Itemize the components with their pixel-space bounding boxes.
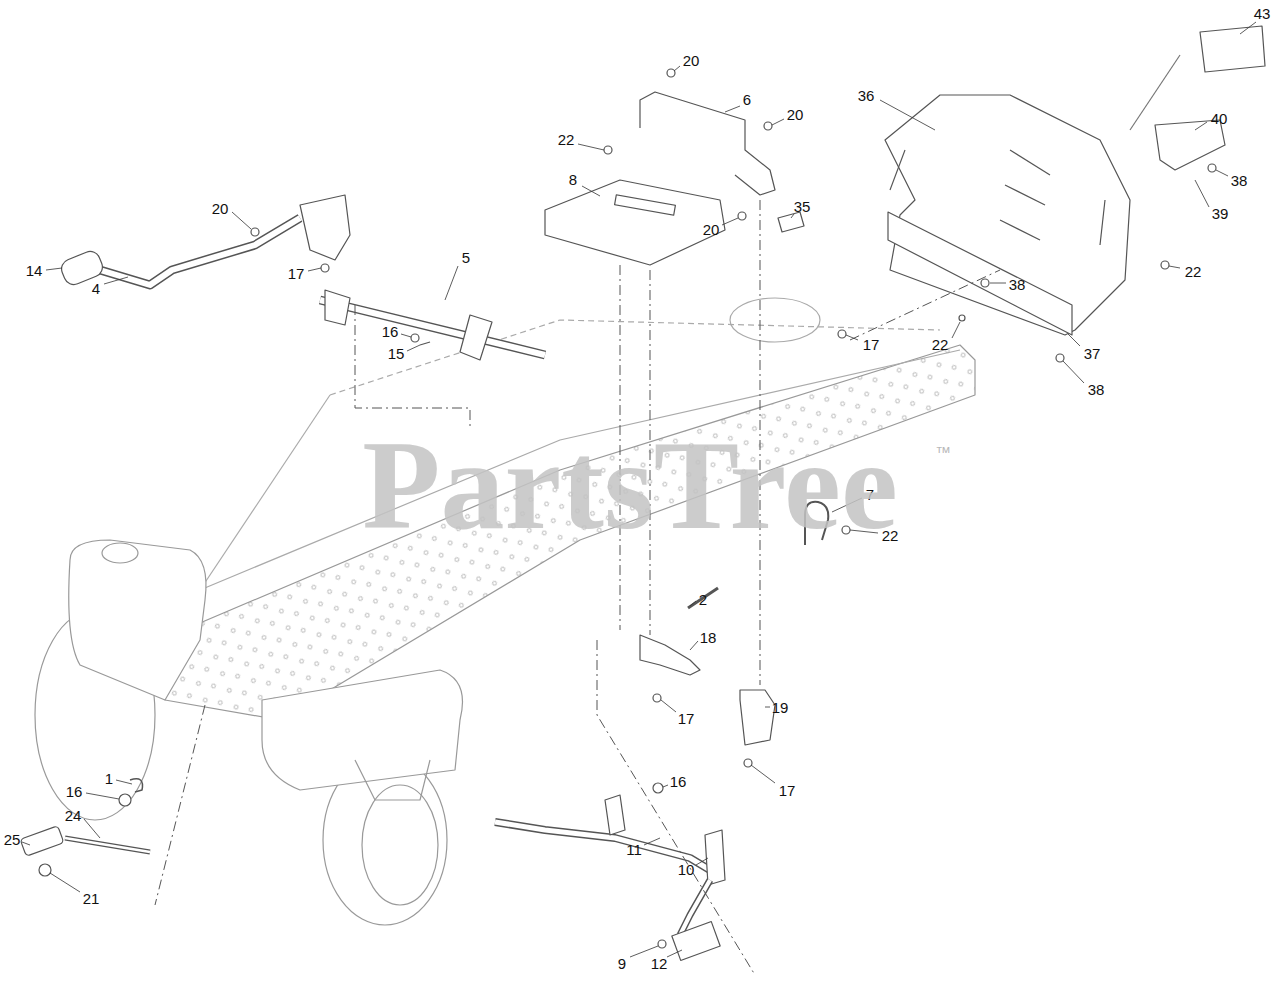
callout-number: 22 xyxy=(558,132,575,147)
callout-number: 22 xyxy=(1185,264,1202,279)
callout-number: 5 xyxy=(462,250,470,265)
callout-number: 36 xyxy=(858,88,875,103)
callout-number: 20 xyxy=(703,222,720,237)
callout-number: 38 xyxy=(1088,382,1105,397)
callout-number: 1 xyxy=(105,771,113,786)
callout-number: 40 xyxy=(1211,111,1228,126)
callout-number: 2 xyxy=(699,592,707,607)
callout-number: 20 xyxy=(212,201,229,216)
callout-number: 10 xyxy=(678,862,695,877)
callout-number: 18 xyxy=(700,630,717,645)
callout-number: 20 xyxy=(683,53,700,68)
callout-number: 38 xyxy=(1009,277,1026,292)
callout-number: 19 xyxy=(772,700,789,715)
callout-number: 24 xyxy=(65,808,82,823)
callout-number: 4 xyxy=(92,281,100,296)
callout-number: 38 xyxy=(1231,173,1248,188)
callout-number: 16 xyxy=(66,784,83,799)
callout-number: 9 xyxy=(618,956,626,971)
callout-number: 17 xyxy=(779,783,796,798)
callout-number: 35 xyxy=(794,199,811,214)
trademark-mark: ™ xyxy=(935,445,951,461)
callout-number: 22 xyxy=(932,337,949,352)
callout-number: 8 xyxy=(569,172,577,187)
callout-number: 11 xyxy=(626,842,642,857)
callout-number: 15 xyxy=(388,346,405,361)
callout-number: 17 xyxy=(288,266,305,281)
callout-number: 6 xyxy=(743,92,751,107)
callout-number: 25 xyxy=(4,832,21,847)
callout-number: 20 xyxy=(787,107,804,122)
callout-number: 16 xyxy=(670,774,687,789)
callout-number: 16 xyxy=(382,324,399,339)
callout-number: 17 xyxy=(678,711,695,726)
callout-number: 12 xyxy=(651,956,668,971)
callout-number: 39 xyxy=(1212,206,1229,221)
callout-number: 37 xyxy=(1084,346,1101,361)
callout-number: 17 xyxy=(863,337,880,352)
watermark: PartsTree xyxy=(362,421,897,549)
callout-number: 14 xyxy=(26,263,43,278)
callout-number: 21 xyxy=(83,891,100,906)
callout-number: 43 xyxy=(1254,6,1271,21)
